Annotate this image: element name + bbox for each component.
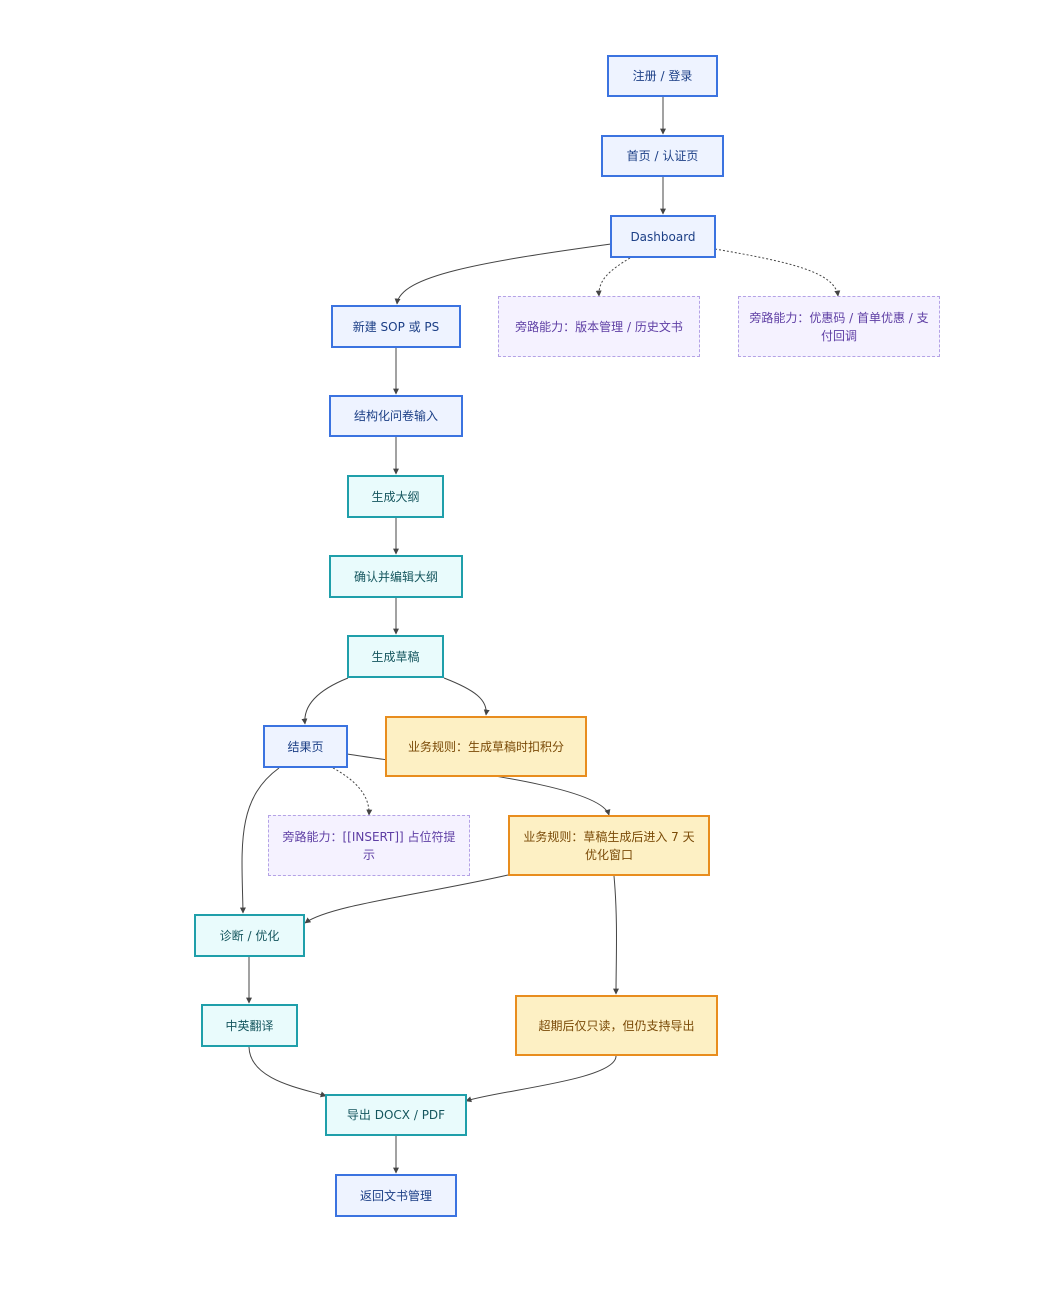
edge-result-to-diagnose: [239, 767, 280, 914]
node-rule-window: 业务规则：草稿生成后进入 7 天优化窗口: [508, 815, 710, 876]
node-side-coupon: 旁路能力：优惠码 / 首单优惠 / 支付回调: [738, 296, 940, 357]
node-gen-draft: 生成草稿: [347, 635, 444, 678]
edge-dashboard-to-coupon: [714, 248, 841, 297]
node-register-login: 注册 / 登录: [607, 55, 718, 97]
node-new-sop-ps: 新建 SOP 或 PS: [331, 305, 461, 348]
edge-dashboard-to-new: [394, 243, 612, 305]
node-dashboard: Dashboard: [610, 215, 716, 258]
node-result-page: 结果页: [263, 725, 348, 768]
node-translate: 中英翻译: [201, 1004, 298, 1047]
edge-window-to-readonly: [613, 875, 620, 995]
node-gen-outline: 生成大纲: [347, 475, 444, 518]
edge-translate-to-export: [248, 1046, 327, 1098]
node-readonly: 超期后仅只读，但仍支持导出: [515, 995, 718, 1056]
node-side-insert: 旁路能力：[[INSERT]] 占位符提示: [268, 815, 470, 876]
edge-readonly-to-export: [465, 1055, 617, 1103]
node-confirm-outline: 确认并编辑大纲: [329, 555, 463, 598]
edge-result-to-insert: [332, 767, 373, 816]
node-side-version: 旁路能力：版本管理 / 历史文书: [498, 296, 700, 357]
node-rule-points: 业务规则：生成草稿时扣积分: [385, 716, 587, 777]
edge-dashboard-to-version: [595, 257, 631, 297]
node-export: 导出 DOCX / PDF: [325, 1094, 467, 1136]
edge-draft-to-result: [301, 677, 349, 725]
node-back-docs: 返回文书管理: [335, 1174, 457, 1217]
node-questionnaire: 结构化问卷输入: [329, 395, 463, 437]
edge-draft-to-rule-points: [443, 677, 490, 716]
node-home-auth: 首页 / 认证页: [601, 135, 724, 177]
node-diagnose: 诊断 / 优化: [194, 914, 305, 957]
edge-window-to-diagnose: [304, 874, 509, 924]
